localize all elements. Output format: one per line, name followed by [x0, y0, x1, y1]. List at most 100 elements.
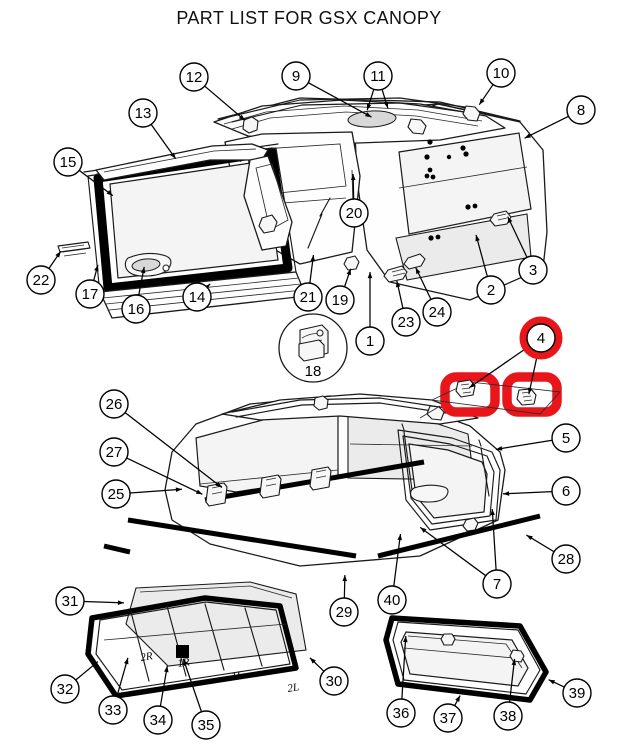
leader-arrow-32	[91, 661, 98, 668]
callout-number-12: 12	[186, 69, 203, 86]
leader-arrow-9	[365, 112, 372, 118]
leader-arrow-11	[383, 101, 389, 109]
leader-arrow-25	[175, 487, 183, 493]
leader-arrow-2	[475, 234, 480, 242]
callout-29[interactable]: 29	[329, 597, 359, 627]
callout-number-40: 40	[384, 592, 401, 609]
leader-arrow-7	[490, 508, 495, 516]
callout-number-6: 6	[562, 483, 570, 500]
leader-arrow-37	[455, 695, 461, 702]
leader-arrow-16	[140, 266, 146, 274]
callout-8[interactable]: 8	[566, 95, 596, 125]
callout-35[interactable]: 35	[191, 710, 221, 740]
callout-17[interactable]: 17	[75, 279, 105, 309]
leader-line-7-b	[419, 526, 487, 577]
callout-9[interactable]: 9	[281, 61, 311, 91]
middle-canopy-assembly	[103, 393, 541, 567]
leader-line-25	[129, 488, 183, 494]
detail-18-number: 18	[305, 363, 322, 380]
sliding-window-assembly: 2R1R1L2L	[85, 581, 307, 699]
callout-6[interactable]: 6	[551, 476, 581, 506]
callout-39[interactable]: 39	[562, 678, 592, 708]
callout-26[interactable]: 26	[99, 389, 129, 419]
callout-number-27: 27	[106, 444, 123, 461]
callout-24[interactable]: 24	[422, 297, 452, 327]
callout-1[interactable]: 1	[355, 326, 385, 356]
leader-arrow-12	[238, 114, 245, 121]
leader-line-7	[491, 508, 497, 571]
callout-23[interactable]: 23	[391, 307, 421, 337]
leader-arrow-10	[479, 98, 485, 105]
callout-7[interactable]: 7	[482, 569, 512, 599]
callout-number-24: 24	[429, 304, 446, 321]
leader-arrow-1	[367, 272, 373, 279]
callout-number-13: 13	[135, 105, 152, 122]
callout-37[interactable]: 37	[433, 703, 463, 733]
callout-number-1: 1	[366, 333, 374, 350]
callout-number-36: 36	[393, 705, 410, 722]
callout-28[interactable]: 28	[551, 544, 581, 574]
callout-16[interactable]: 16	[121, 294, 151, 324]
leader-arrow-5	[495, 446, 503, 451]
callout-3[interactable]: 3	[518, 255, 548, 285]
callout-22[interactable]: 22	[26, 265, 56, 295]
pane-label-1l: 1L	[231, 669, 244, 683]
callout-40[interactable]: 40	[377, 585, 407, 615]
pane-label-2r: 2R	[140, 650, 154, 664]
leader-line-15	[78, 169, 114, 197]
leader-line-33	[116, 657, 129, 697]
leader-line-12	[204, 85, 246, 121]
callout-31[interactable]: 31	[55, 586, 85, 616]
callout-11[interactable]: 11	[363, 61, 393, 91]
rear-window-assembly	[383, 615, 549, 703]
callout-number-14: 14	[189, 289, 206, 306]
leader-arrow-36	[403, 635, 408, 643]
highlight-ring-callout-4	[519, 316, 563, 360]
leader-arrow-7	[420, 527, 427, 533]
leader-arrow-28	[526, 535, 533, 541]
callout-30[interactable]: 30	[319, 666, 349, 696]
callout-32[interactable]: 32	[50, 674, 80, 704]
callout-34[interactable]: 34	[143, 705, 173, 735]
leader-line-27	[126, 457, 203, 495]
leader-line-8	[524, 115, 569, 139]
leader-arrow-19	[346, 268, 351, 276]
callout-15[interactable]: 15	[53, 147, 83, 177]
leader-arrow-15	[106, 190, 113, 196]
leader-arrow-24	[415, 267, 421, 275]
callout-number-39: 39	[569, 685, 586, 702]
leader-line-40	[393, 533, 402, 587]
callout-number-20: 20	[346, 205, 363, 222]
callout-25[interactable]: 25	[101, 479, 131, 509]
leader-arrow-34	[164, 665, 169, 673]
callout-33[interactable]: 33	[98, 695, 128, 725]
callout-13[interactable]: 13	[128, 98, 158, 128]
callout-38[interactable]: 38	[493, 701, 523, 731]
page-title: PART LIST FOR GSX CANOPY	[176, 8, 442, 28]
callout-10[interactable]: 10	[486, 58, 516, 88]
leader-arrow-23	[395, 280, 401, 288]
callout-number-23: 23	[398, 314, 415, 331]
callout-2[interactable]: 2	[476, 275, 506, 305]
leader-line-38	[508, 658, 516, 703]
callout-number-26: 26	[106, 396, 123, 413]
callout-27[interactable]: 27	[99, 437, 129, 467]
leader-arrow-20	[350, 173, 356, 181]
leader-arrow-3	[507, 216, 513, 224]
callout-number-35: 35	[198, 717, 215, 734]
leader-arrow-11	[366, 103, 372, 111]
callout-12[interactable]: 12	[179, 62, 209, 92]
callout-14[interactable]: 14	[182, 282, 212, 312]
callout-36[interactable]: 36	[386, 698, 416, 728]
leader-line-6	[502, 491, 553, 495]
callout-number-7: 7	[493, 576, 501, 593]
callout-5[interactable]: 5	[551, 423, 581, 453]
callout-20[interactable]: 20	[339, 198, 369, 228]
leader-line-34	[159, 665, 168, 707]
callout-21[interactable]: 21	[293, 282, 323, 312]
callout-number-38: 38	[500, 708, 517, 725]
callout-19[interactable]: 19	[325, 285, 355, 315]
callout-4-top[interactable]: 4	[526, 323, 556, 353]
leader-arrow-22	[55, 251, 61, 258]
leader-line-13	[150, 124, 177, 160]
